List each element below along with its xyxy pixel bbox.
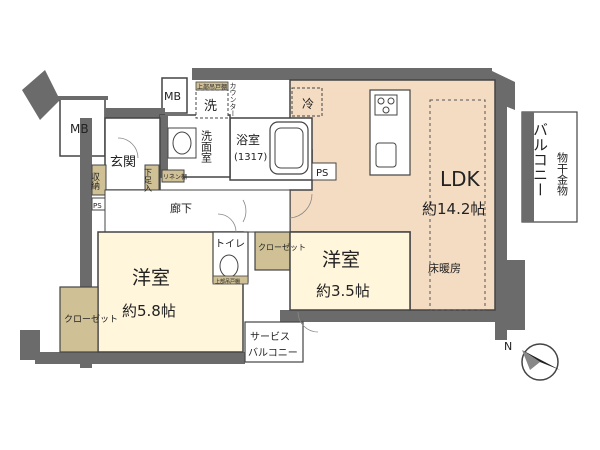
hallway-label: 廊下 — [170, 201, 192, 215]
door-arc — [242, 199, 247, 223]
wall-right-outer — [495, 80, 507, 340]
counter-label: カウンター — [229, 82, 237, 117]
mb-left-label: MB — [70, 122, 89, 136]
getabako-label: 下足入 — [144, 168, 153, 192]
washbasin — [172, 131, 192, 155]
floor-heating-label: 床暖房 — [428, 261, 461, 275]
shoe-cabinet — [91, 164, 107, 196]
washroom-label: 洗面室 — [200, 130, 213, 163]
stove-burner — [377, 97, 385, 105]
closet-small-label: クローゼット — [258, 242, 306, 252]
mb-top-label: MB — [164, 90, 181, 103]
shoe-storage-label: 収納 — [89, 171, 100, 191]
ps-label-1: PS — [316, 168, 328, 179]
western-room-2-name: 洋室 — [322, 249, 360, 271]
toilet-bowl — [219, 254, 239, 278]
compass-icon: N — [504, 340, 560, 381]
door-arc — [217, 213, 237, 233]
wall-bottom-left — [35, 352, 245, 364]
kitchen-stove — [374, 94, 398, 116]
wall-top-main — [192, 68, 492, 80]
fridge-label: 冷 — [302, 97, 314, 111]
stove-burner — [382, 106, 390, 114]
ldk-area: 約14.2帖 — [422, 200, 485, 218]
upper-cabinet-bar — [195, 81, 229, 91]
upper-cabinet-label: 上部吊戸棚 — [197, 83, 227, 91]
ps-box-1 — [311, 162, 337, 181]
entrance-label: 玄関 — [110, 155, 136, 170]
balcony-divider — [522, 112, 534, 222]
toilet-shelf-label: 上部吊戸棚 — [215, 278, 240, 285]
closet-left — [59, 286, 99, 353]
door-arc — [117, 137, 139, 159]
wall-top-left — [105, 108, 165, 118]
door-arc — [297, 311, 319, 333]
service-balcony — [244, 321, 304, 363]
exterior-wall-right-bottom — [505, 260, 525, 330]
kitchen-sink — [375, 142, 397, 168]
toilet-label: トイレ — [215, 239, 245, 250]
ldk-name: LDK — [440, 167, 481, 191]
service-balcony-label-2: バルコニー — [248, 347, 298, 359]
bathtub — [269, 121, 309, 175]
western-room-2 — [289, 231, 411, 311]
linen-label: リネン棚 — [163, 173, 187, 181]
washer-label: 洗 — [204, 99, 217, 114]
mb-left-wall — [58, 96, 108, 100]
western-room-2-area: 約3.5帖 — [316, 282, 370, 300]
hallway-floor — [104, 189, 291, 233]
exterior-wall-left-top — [22, 70, 60, 120]
bathroom-size: (1317) — [234, 152, 267, 163]
western-room-1-name: 洋室 — [132, 267, 170, 289]
closet-small — [254, 231, 291, 271]
ps-label-2: PS — [93, 202, 102, 210]
balcony-label: バルコニー — [531, 122, 549, 197]
fridge-space — [291, 87, 323, 117]
bathroom-name: 浴室 — [236, 132, 260, 147]
service-balcony-label-1: サービス — [250, 331, 290, 343]
door-arc — [289, 193, 313, 219]
stove-burner — [387, 97, 395, 105]
western-room-1-area: 約5.8帖 — [122, 302, 176, 320]
wall-bottom-right — [280, 310, 508, 322]
washroom-wall-left — [160, 115, 168, 177]
washer-spot — [195, 89, 229, 119]
closet-left-label: クローゼット — [64, 313, 118, 325]
bathtub-inner — [274, 127, 304, 169]
compass-north: N — [504, 340, 512, 353]
laundry-hanger-label: 物干金物 — [556, 151, 569, 196]
toilet-upper-cabinet — [212, 275, 249, 285]
linen-shelf — [161, 169, 185, 183]
mb-top-area — [161, 77, 188, 114]
